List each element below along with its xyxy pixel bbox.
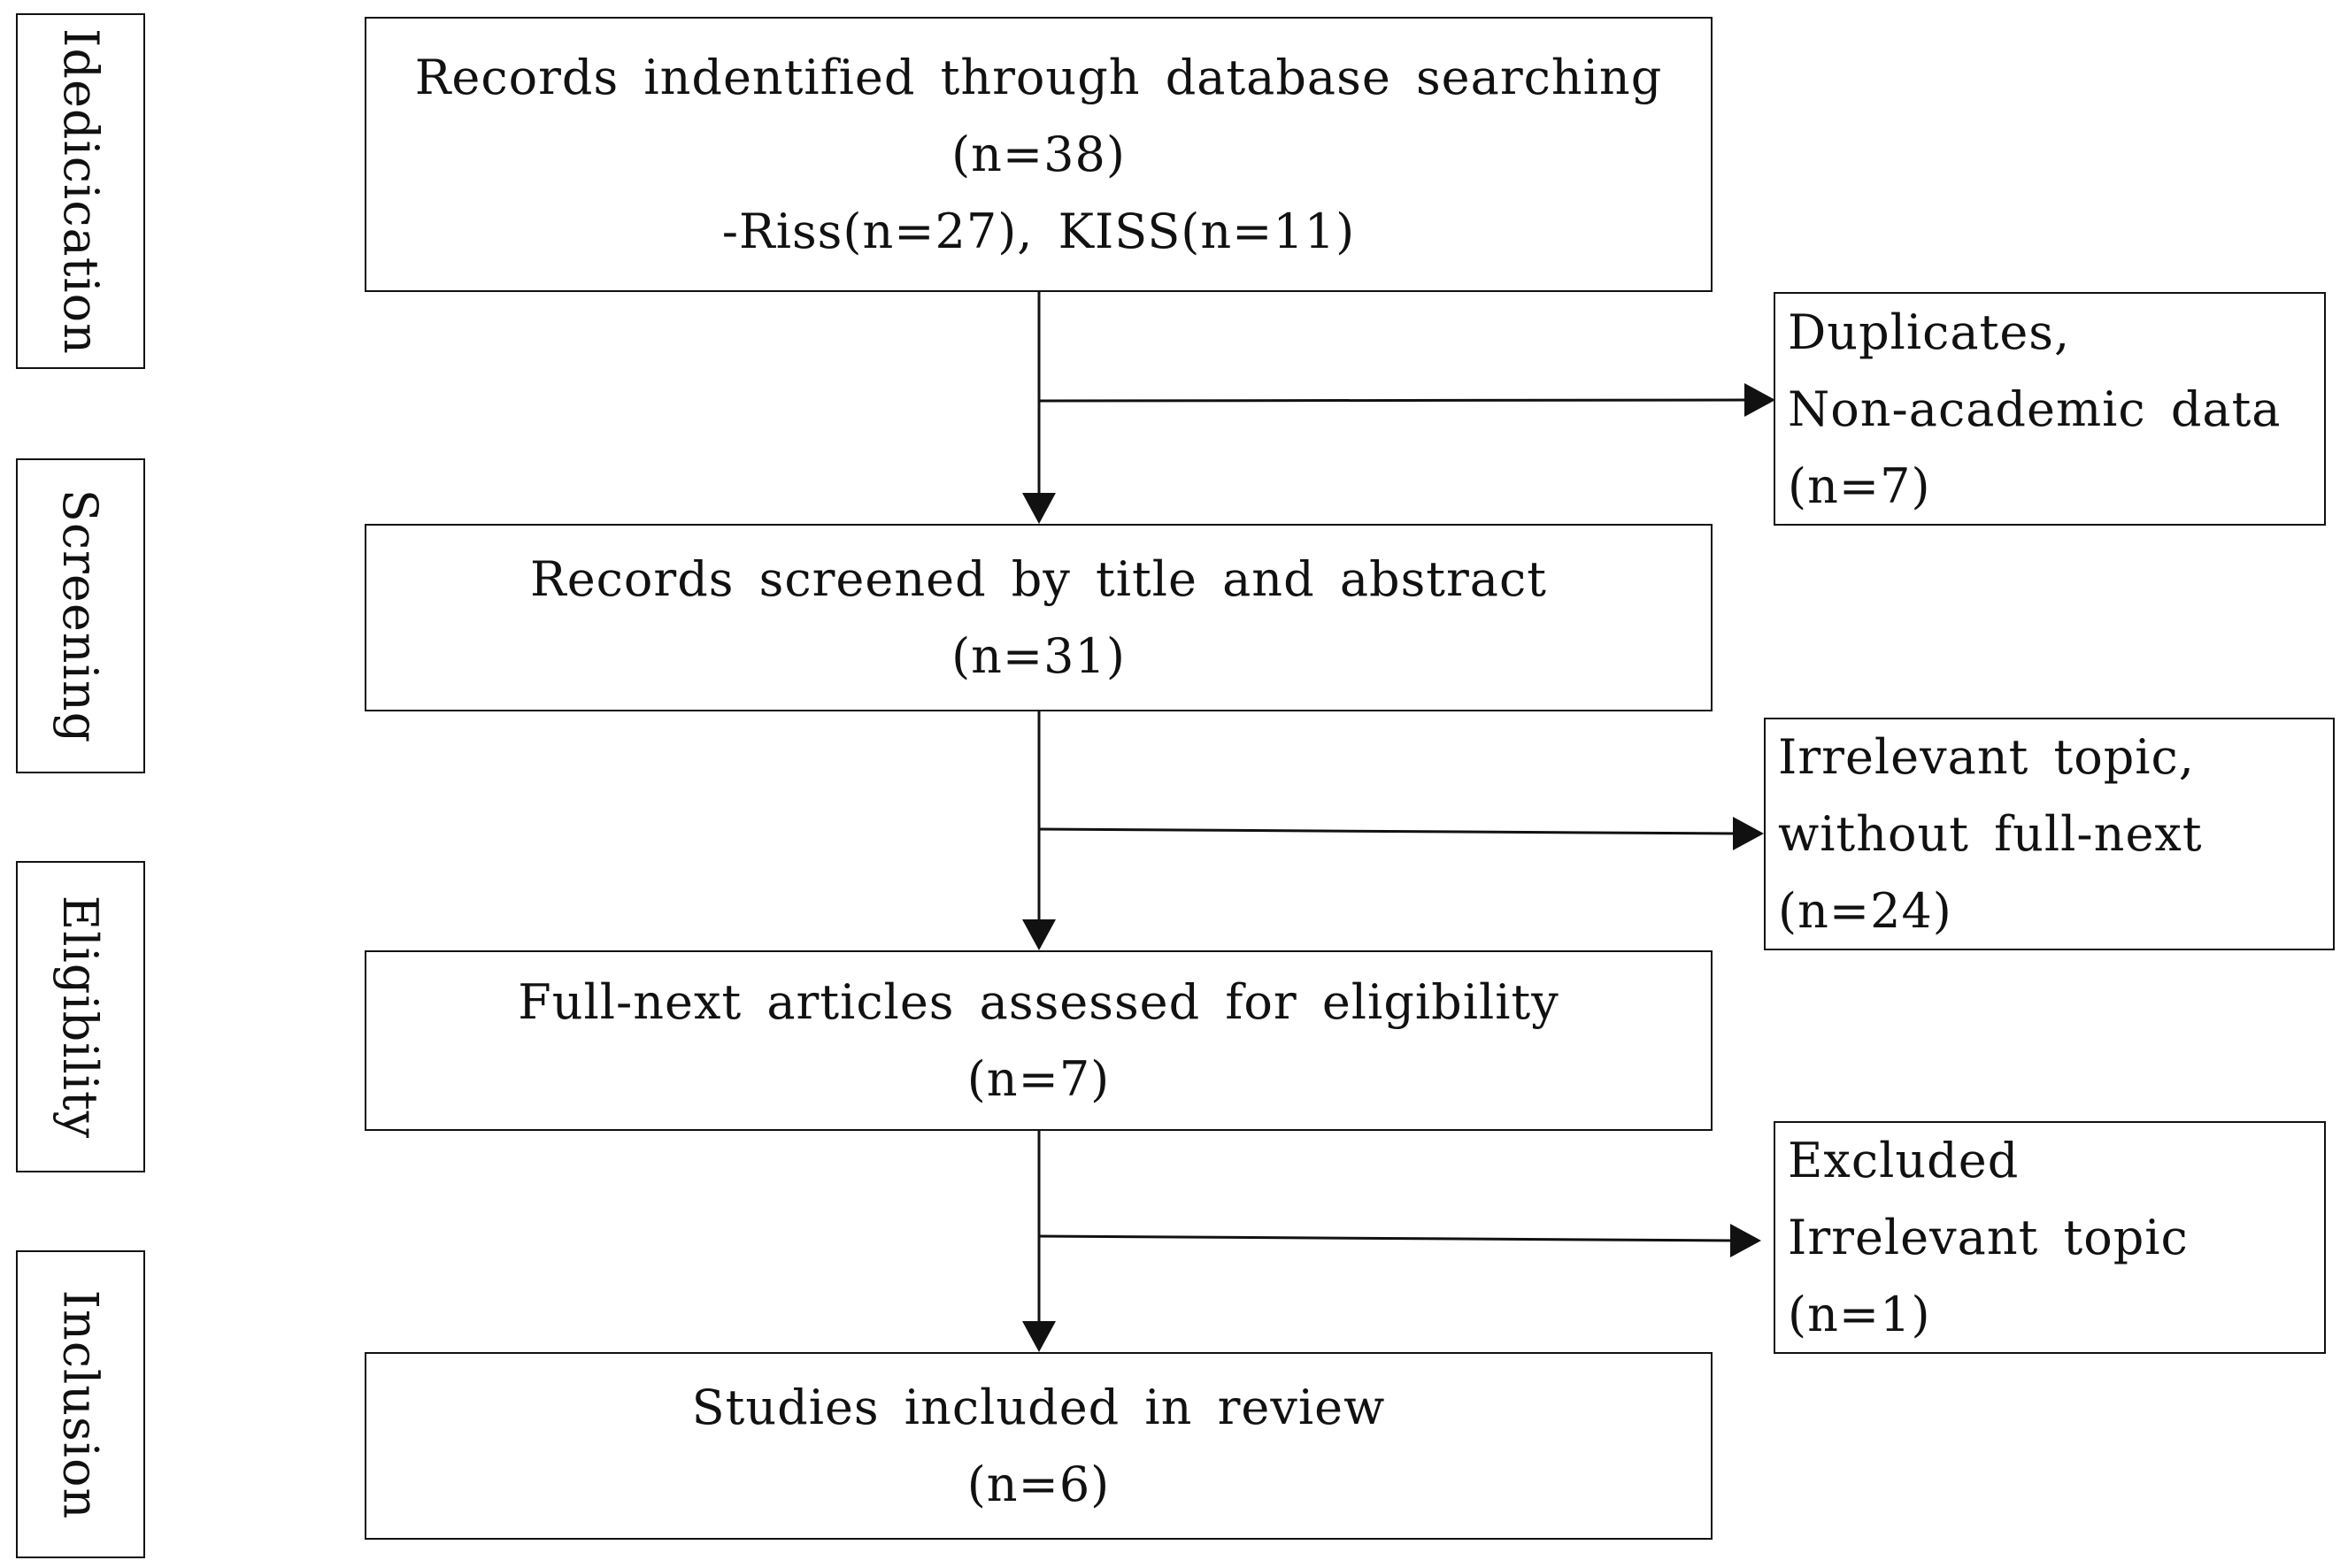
connector-to-excluded — [1038, 1234, 1736, 1242]
excluded-line-3: (n=1) — [1788, 1287, 1931, 1342]
arrowhead-right-excluded — [1730, 1224, 1761, 1257]
box-studies-included: Studies included in review (n=6) — [365, 1352, 1713, 1540]
duplicates-line-1: Duplicates, — [1788, 304, 2071, 360]
box-records-screened: Records screened by title and abstract (… — [365, 524, 1713, 711]
arrowhead-right-duplicates — [1744, 383, 1775, 417]
connector-to-irrelevant — [1038, 827, 1739, 835]
identified-line-3: -Riss(n=27), KISS(n=11) — [721, 204, 1356, 259]
arrowhead-down-screened — [1022, 493, 1056, 524]
screened-line-1: Records screened by title and abstract — [530, 551, 1547, 607]
duplicates-line-2: Non-academic data — [1788, 380, 2282, 437]
arrowhead-down-included — [1022, 1321, 1056, 1352]
arrowhead-down-eligibility — [1022, 919, 1056, 950]
arrowhead-right-irrelevant — [1733, 817, 1764, 850]
box-final-excluded: Excluded Irrelevant topic (n=1) — [1774, 1121, 2326, 1354]
irrelevant-line-2: without full-next — [1778, 806, 2203, 862]
box-duplicates-excluded: Duplicates, Non-academic data (n=7) — [1774, 292, 2326, 526]
stage-identification: Idedicication — [16, 13, 145, 369]
box-records-identified: Records indentified through database sea… — [365, 17, 1713, 292]
excluded-line-2: Irrelevant topic — [1788, 1210, 2189, 1265]
identified-line-2: (n=38) — [951, 127, 1126, 182]
box-eligibility-assessed: Full-next articles assessed for eligibil… — [365, 950, 1713, 1131]
stage-screening: Screening — [16, 458, 145, 773]
connector-to-duplicates — [1038, 398, 1750, 403]
box-irrelevant-excluded: Irrelevant topic, without full-next (n=2… — [1764, 718, 2335, 950]
screened-line-2: (n=31) — [951, 628, 1126, 684]
eligibility-line-1: Full-next articles assessed for eligibil… — [518, 974, 1559, 1030]
irrelevant-line-1: Irrelevant topic, — [1778, 729, 2195, 785]
identified-line-1: Records indentified through database sea… — [414, 50, 1663, 105]
included-line-2: (n=6) — [966, 1457, 1111, 1512]
excluded-line-1: Excluded — [1788, 1133, 2020, 1188]
included-line-1: Studies included in review — [691, 1380, 1386, 1435]
duplicates-line-3: (n=7) — [1788, 457, 1931, 514]
eligibility-line-2: (n=7) — [966, 1051, 1111, 1107]
irrelevant-line-3: (n=24) — [1778, 883, 1952, 939]
stage-inclusion: Inclusion — [16, 1250, 145, 1558]
stage-eligibility: Eligibility — [16, 861, 145, 1172]
